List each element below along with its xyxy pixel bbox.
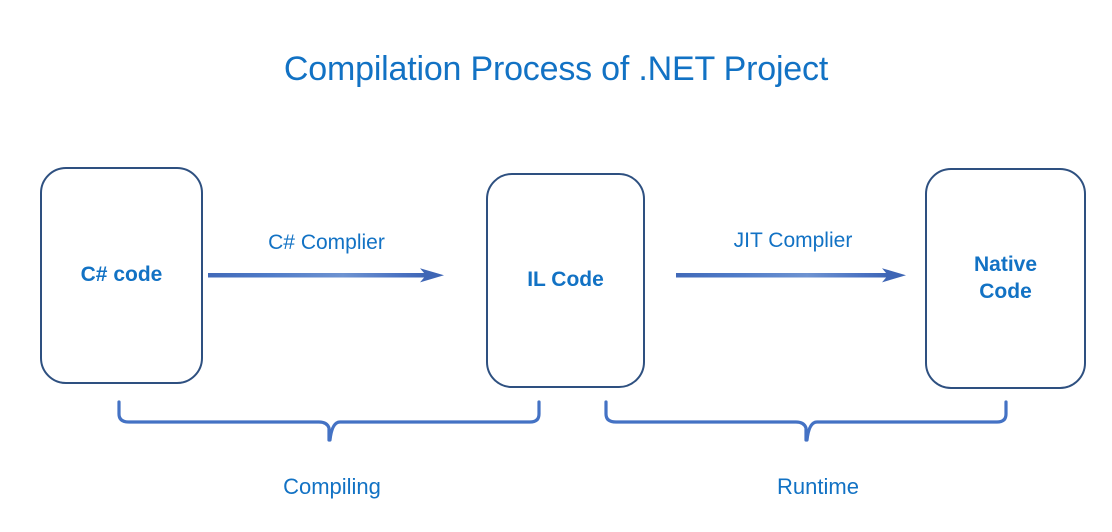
- stage-label-native-code: Native Code: [973, 252, 1038, 303]
- arrow-right-icon-jit-compiler: [676, 268, 906, 283]
- stage-box-native-code[interactable]: Native Code: [925, 168, 1086, 389]
- transition-label-jit-compiler: JIT Complier: [733, 229, 853, 252]
- stage-box-csharp-code[interactable]: C# code: [40, 167, 203, 384]
- stage-label-il-code: IL Code: [527, 268, 604, 292]
- arrow-right-icon-csharp-compiler: [208, 268, 444, 283]
- brace-down-icon-compiling: [117, 400, 541, 442]
- phase-label-compiling: Compiling: [283, 474, 381, 499]
- page-title: Compilation Process of .NET Project: [283, 50, 829, 88]
- stage-box-il-code[interactable]: IL Code: [486, 173, 645, 388]
- brace-down-icon-runtime: [604, 400, 1008, 442]
- phase-label-runtime: Runtime: [777, 474, 859, 499]
- stage-label-csharp-code: C# code: [80, 263, 163, 287]
- transition-label-csharp-compiler: C# Complier: [268, 231, 385, 254]
